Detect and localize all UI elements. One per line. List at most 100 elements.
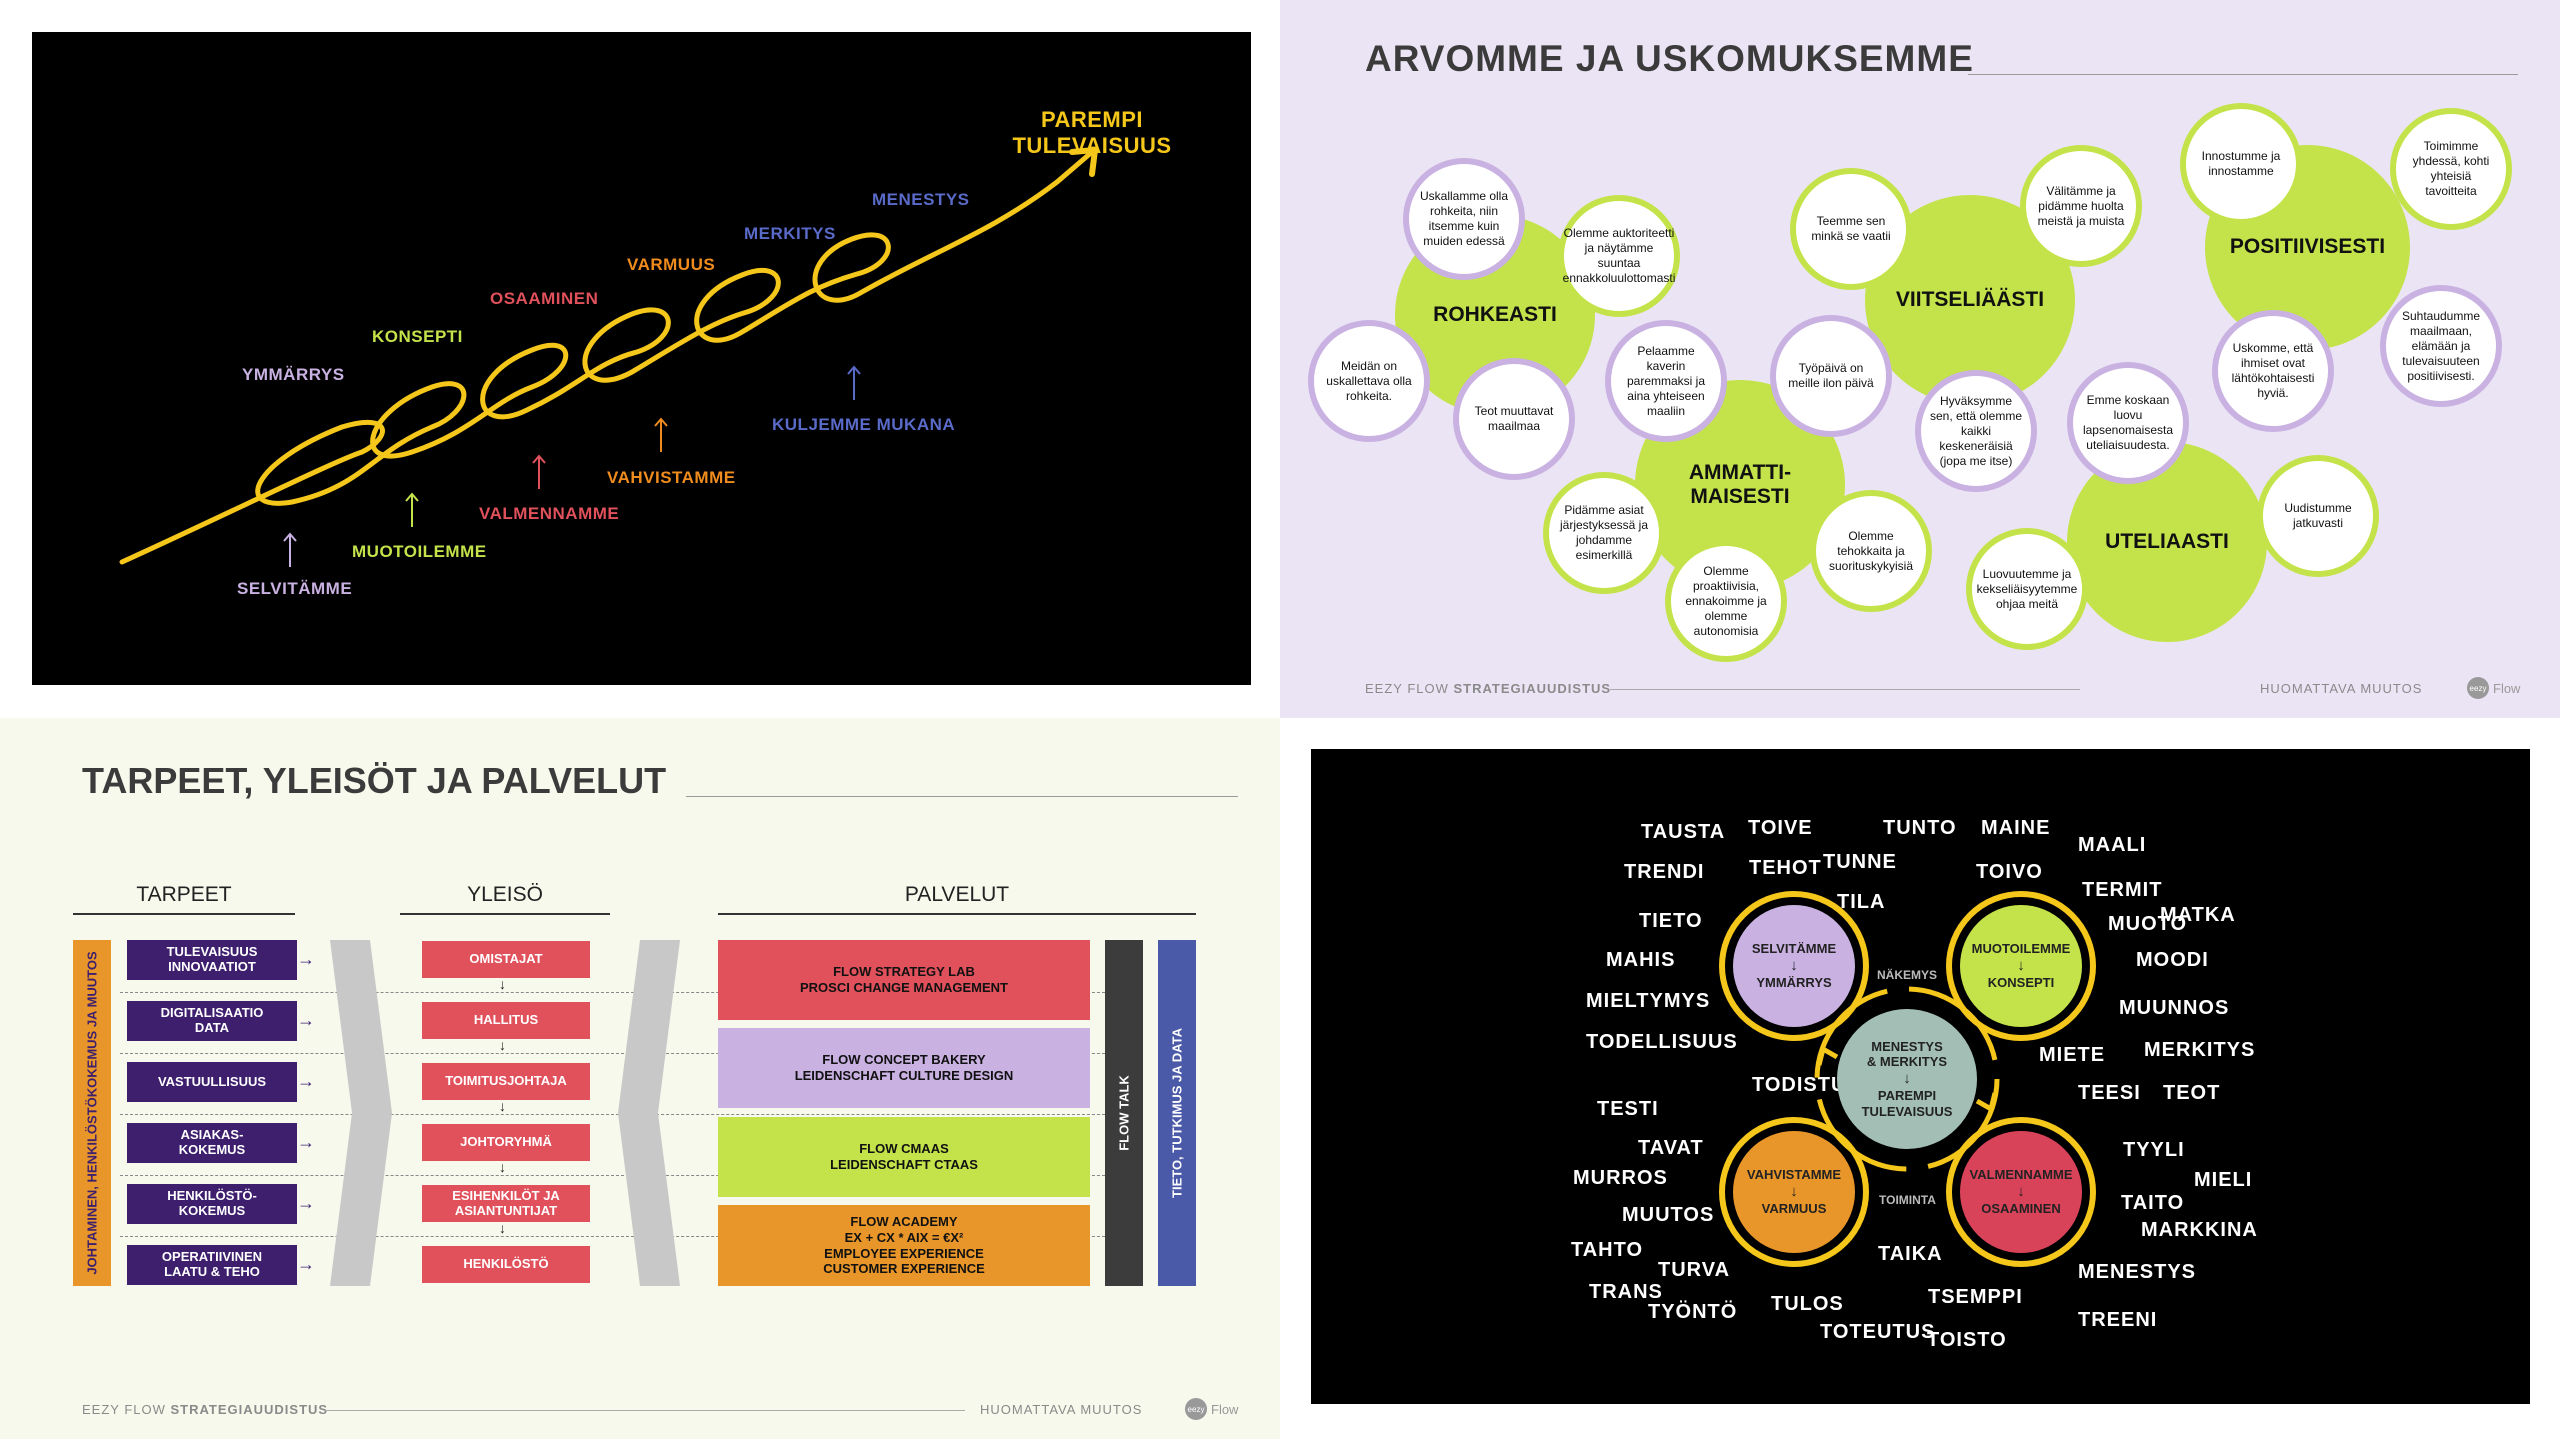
goal-label: PAREMPI TULEVAISUUS xyxy=(1012,107,1172,159)
belief-bubble: Innostumme ja innostamme xyxy=(2180,103,2302,225)
stage-label: OSAAMINEN xyxy=(490,289,599,308)
panel-journey: PAREMPI TULEVAISUUS YMMÄRRYS KONSEPTI OSAA… xyxy=(32,32,1251,685)
need-item: TULEVAISUUS INNOVAATIOT xyxy=(127,940,297,980)
row-divider xyxy=(120,1236,1120,1237)
word-item: TURVA xyxy=(1658,1259,1731,1281)
arrow-down-icon: ↓ xyxy=(499,1037,506,1053)
word-item: MENESTYS xyxy=(2078,1261,2197,1283)
stage-label: YMMÄRRYS xyxy=(242,365,345,384)
quadrant-ring xyxy=(1719,891,1869,1041)
word-item: MUUTOS xyxy=(1622,1204,1715,1226)
word-item: TIETO xyxy=(1639,910,1703,932)
belief-bubble: Olemme tehokkaita ja suorituskykyisiä xyxy=(1810,490,1932,612)
footer-rule xyxy=(1610,689,2080,690)
label-nakemys: NÄKEMYS xyxy=(1877,968,1938,982)
title-rule xyxy=(686,796,1238,797)
word-item: TRENDI xyxy=(1624,861,1705,883)
arrow-right-icon: → xyxy=(297,1071,315,1091)
service-item: FLOW CMAAS LEIDENSCHAFT CTAAS xyxy=(718,1117,1090,1197)
word-item: TERMIT xyxy=(2082,879,2163,901)
word-item: TILA xyxy=(1837,891,1886,913)
belief-bubble: Välitämme ja pidämme huolta meistä ja mu… xyxy=(2020,145,2142,267)
quadrant-circle: VAHVISTAMME↓VARMUUS xyxy=(1733,1131,1855,1253)
word-item: MIELI xyxy=(2194,1169,2253,1191)
header-tarpeet: TARPEET xyxy=(73,883,295,915)
word-item: TUNTO xyxy=(1883,817,1957,839)
stage-label: KONSEPTI xyxy=(372,327,463,346)
arrow-down-icon: ↓ xyxy=(2017,957,2025,974)
word-item: TRANS xyxy=(1589,1281,1663,1303)
panel-needs: TARPEET, YLEISÖT JA PALVELUT TARPEET YLE… xyxy=(0,718,1280,1439)
word-item: TYYLI xyxy=(2123,1139,2185,1161)
eezy-logo: eezy Flow xyxy=(2467,677,2520,699)
word-item: TREENI xyxy=(2078,1309,2158,1331)
side-bar: JOHTAMINEN, HENKILÖSTÖKOKEMUS JA MUUTOS xyxy=(73,940,111,1286)
word-item: MOODI xyxy=(2136,949,2209,971)
title-rule xyxy=(1968,74,2518,75)
word-item: MARKKINA xyxy=(2141,1219,2258,1241)
need-item: DIGITALISAATIO DATA xyxy=(127,1001,297,1041)
arrow-down-icon: ↓ xyxy=(499,1159,506,1175)
word-item: TEHOT xyxy=(1749,857,1822,879)
belief-bubble: Olemme proaktiivisia, ennakoimme ja olem… xyxy=(1665,540,1787,662)
arrow-right-icon: → xyxy=(297,949,315,969)
arrow-right-icon: → xyxy=(297,1254,315,1274)
cycle-arrows xyxy=(1814,986,2000,1172)
center-circle: MENESTYS & MERKITYS ↓ PAREMPI TULEVAISUU… xyxy=(1837,1009,1977,1149)
word-item: MERKITYS xyxy=(2144,1039,2256,1061)
arrow-down-icon: ↓ xyxy=(1790,957,1798,974)
word-item: MUUNNOS xyxy=(2119,997,2230,1019)
word-item: MAALI xyxy=(2078,834,2147,856)
need-item: VASTUULLISUUS xyxy=(127,1062,297,1102)
arrow-down-icon: ↓ xyxy=(499,1098,506,1114)
belief-bubble: Luovuutemme ja kekseliäisyytemme ohjaa m… xyxy=(1966,528,2088,650)
data-bar: TIETO, TUTKIMUS JA DATA xyxy=(1158,940,1196,1286)
word-item: MURROS xyxy=(1573,1167,1668,1189)
action-label: VALMENNAMME xyxy=(479,504,620,523)
row-divider xyxy=(120,992,1120,993)
quadrant-circle: VALMENNAMME↓OSAAMINEN xyxy=(1960,1131,2082,1253)
belief-bubble: Työpäivä on meille ilon päivä xyxy=(1770,315,1892,437)
word-item: TUNNE xyxy=(1823,851,1897,873)
word-item: MIELTYMYS xyxy=(1586,990,1711,1012)
quadrant-circle: SELVITÄMME↓YMMÄRRYS xyxy=(1733,905,1855,1027)
chevron-right-icon xyxy=(330,940,392,1286)
quadrant-circle: MUOTOILEMME↓KONSEPTI xyxy=(1960,905,2082,1027)
journey-curve xyxy=(119,147,1098,567)
word-item: TESTI xyxy=(1597,1098,1659,1120)
arrow-down-icon: ↓ xyxy=(2017,1183,2025,1200)
stage-label: MERKITYS xyxy=(744,224,836,243)
word-item: TOTEUTUS xyxy=(1820,1321,1936,1343)
footer-right: HUOMATTAVA MUUTOS xyxy=(980,1402,1143,1417)
panel-values: ARVOMME JA USKOMUKSEMME ROHKEASTI VIITSE… xyxy=(1280,0,2560,718)
label-toiminta: TOIMINTA xyxy=(1879,1193,1936,1207)
arrow-right-icon: → xyxy=(297,1193,315,1213)
word-item: TSEMPPI xyxy=(1928,1286,2023,1308)
belief-bubble: Suhtaudumme maailmaan, elämään ja tuleva… xyxy=(2380,285,2502,407)
belief-bubble: Toimimme yhdessä, kohti yhteisiä tavoitt… xyxy=(2390,108,2512,230)
belief-bubble: Emme koskaan luovu lapsenomaisesta uteli… xyxy=(2067,362,2189,484)
belief-bubble: Uskomme, että ihmiset ovat lähtökohtaise… xyxy=(2212,310,2334,432)
chevron-left-icon xyxy=(618,940,680,1286)
audience-item: TOIMITUSJOHTAJA xyxy=(422,1063,590,1100)
arrow-down-icon: ↓ xyxy=(499,976,506,992)
need-item: ASIAKAS- KOKEMUS xyxy=(127,1123,297,1163)
word-item: MATKA xyxy=(2160,904,2236,926)
word-item: TULOS xyxy=(1771,1293,1844,1315)
service-item: FLOW STRATEGY LAB PROSCI CHANGE MANAGEME… xyxy=(718,940,1090,1020)
word-item: MAHIS xyxy=(1606,949,1676,971)
action-label: VAHVISTAMME xyxy=(607,468,736,487)
need-item: OPERATIIVINEN LAATU & TEHO xyxy=(127,1245,297,1285)
service-item: FLOW CONCEPT BAKERY LEIDENSCHAFT CULTURE… xyxy=(718,1028,1090,1108)
header-palvelut: PALVELUT xyxy=(718,883,1196,915)
arrow-right-icon: → xyxy=(297,1132,315,1152)
belief-bubble: Olemme auktoriteetti ja näytämme suuntaa… xyxy=(1558,195,1680,317)
arrow-down-icon: ↓ xyxy=(499,1220,506,1236)
audience-item: ESIHENKILÖT JA ASIANTUNTIJAT xyxy=(422,1185,590,1222)
flow-talk-bar: FLOW TALK xyxy=(1105,940,1143,1286)
header-yleiso: YLEISÖ xyxy=(400,883,610,915)
footer-right: HUOMATTAVA MUUTOS xyxy=(2260,681,2423,696)
word-item: TAIKA xyxy=(1878,1243,1943,1265)
belief-bubble: Teemme sen minkä se vaatii xyxy=(1790,168,1912,290)
